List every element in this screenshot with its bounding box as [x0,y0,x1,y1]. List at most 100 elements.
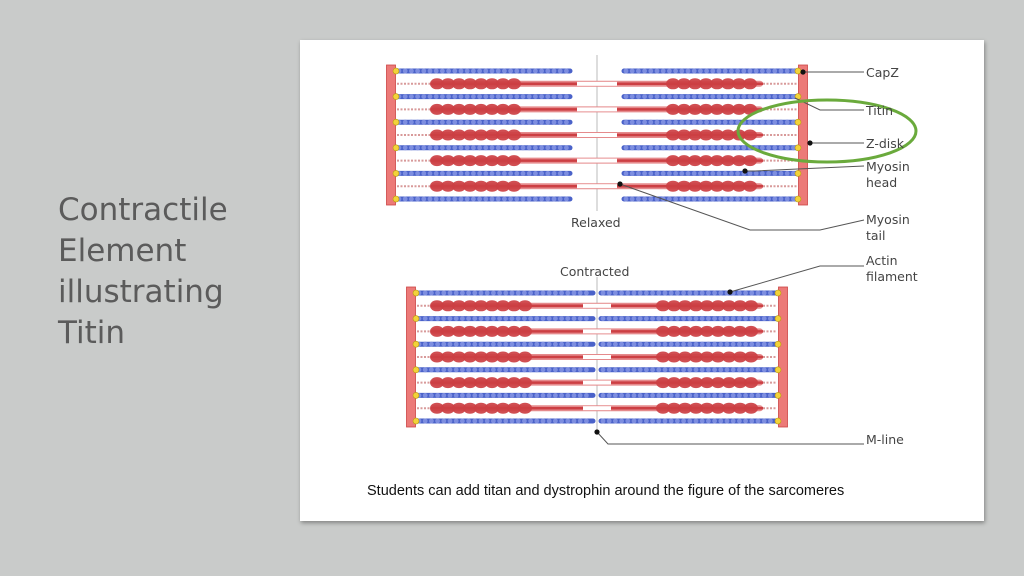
myosin-head [711,325,725,337]
actin-bead [422,393,428,398]
actin-bead [656,367,662,373]
actin-bead [718,341,724,347]
myosin-head [496,129,510,141]
myosin-head [430,402,444,414]
actin-bead [613,393,618,398]
actin-bead [534,393,540,398]
actin-bead [668,290,674,296]
myosin-head [711,300,725,312]
actin-bead [421,119,427,125]
actin-bead [768,290,773,296]
actin-bead [509,367,515,373]
highlight-circle [736,98,918,164]
actin-bead [491,418,496,424]
actin-bead [613,367,618,373]
actin-bead [553,316,558,321]
actin-bead [753,196,759,202]
actin-bead [584,418,589,424]
actin-bead [564,171,569,176]
actin-bead [687,393,693,398]
actin-bead [433,145,439,151]
actin-bead [636,171,641,176]
myosin-head [496,300,510,312]
actin-bead [623,145,629,151]
actin-bead [440,94,445,99]
actin-bead [477,171,482,176]
actin-bead [497,316,502,321]
actin-bead [730,341,736,347]
actin-bead [427,119,433,125]
actin-bead [526,94,532,99]
actin-bead [495,196,501,202]
actin-bead [710,171,716,176]
actin-bead [685,145,691,151]
myosin-head [452,325,466,337]
actin-bead [735,145,740,151]
actin-bead [464,196,470,202]
actin-bead [484,393,490,398]
actin-bead [458,145,464,151]
actin-bead [648,145,654,151]
actin-bead [508,119,513,125]
actin-bead [761,341,767,347]
leader-arrowhead [727,289,733,295]
myosin-head [656,325,670,337]
actin-bead [522,341,527,347]
myosin-head [743,78,757,90]
myosin-head [474,377,488,389]
actin-bead [483,196,489,202]
actin-bead [422,418,428,424]
actin-bead [606,418,612,424]
actin-bead [606,393,612,398]
actin-bead [464,145,470,151]
actin-bead [712,316,717,321]
actin-bead [656,418,662,424]
actin-bead [447,316,453,321]
actin-bead [464,171,470,176]
actin-bead [768,367,773,373]
actin-bead [766,68,771,74]
actin-bead [533,171,538,176]
actin-bead [791,171,796,176]
actin-bead [471,119,476,125]
actin-bead [718,290,724,296]
actin-bead [642,171,647,176]
myosin-head [518,351,532,363]
actin-bead [483,171,489,176]
actin-bead [623,119,629,125]
actin-bead [656,393,662,398]
actin-bead [503,418,509,424]
myosin-head [666,180,680,192]
myosin-head [721,180,735,192]
actin-bead [772,94,778,99]
myosin-head [744,300,758,312]
actin-bead [508,94,513,99]
actin-bead [564,145,569,151]
actin-bead [460,418,465,424]
actin-bead [729,145,734,151]
myosin-head [656,300,670,312]
actin-bead [687,290,693,296]
actin-bead [460,393,465,398]
actin-bead [553,290,558,296]
myosin-head [474,180,488,192]
actin-bead [433,119,439,125]
actin-bead [704,94,709,99]
actin-bead [514,171,520,176]
slide-title: Contractile Element illustrating Titin [58,190,288,354]
capz-cap [412,340,420,348]
actin-bead [693,367,699,373]
actin-bead [761,367,767,373]
myosin-head [441,351,455,363]
leader-arrowhead [594,429,600,435]
actin-bead [522,316,527,321]
actin-bead [753,94,759,99]
actin-bead [766,196,771,202]
actin-bead [749,290,755,296]
actin-bead [502,145,507,151]
actin-bead [631,316,637,321]
actin-bead [539,94,544,99]
title-line: illustrating [58,274,224,310]
myosin-head [667,300,681,312]
actin-bead [729,68,734,74]
